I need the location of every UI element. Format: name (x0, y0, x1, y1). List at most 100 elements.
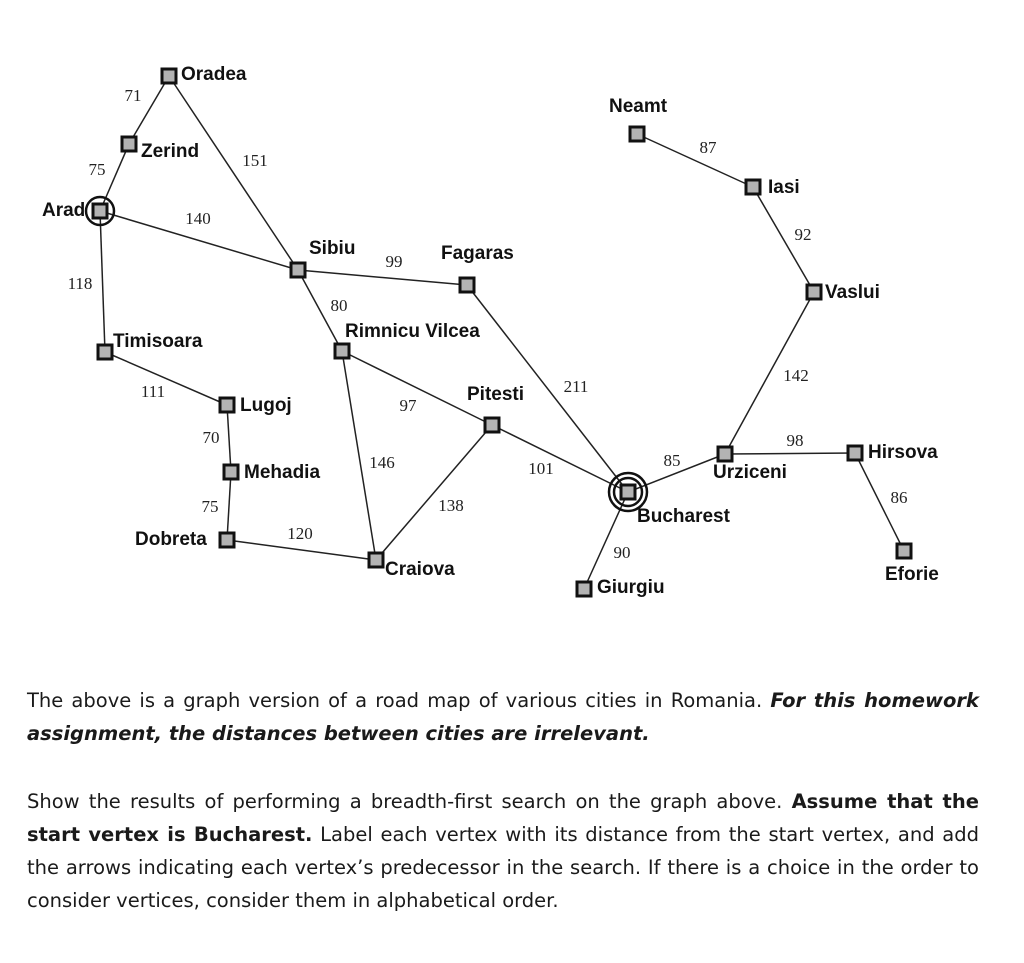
city-node-urziceni (716, 445, 734, 463)
city-label-oradea: Oradea (181, 64, 247, 85)
city-square-pitesti (483, 416, 501, 434)
city-node-rimnicu (333, 342, 351, 360)
city-label-neamt: Neamt (609, 96, 668, 117)
city-label-pitesti: Pitesti (467, 384, 524, 405)
road-bucharest-urziceni (627, 453, 726, 493)
city-label-urziceni: Urziceni (713, 462, 787, 483)
city-node-iasi (744, 178, 762, 196)
city-square-rimnicu (333, 342, 351, 360)
city-node-craiova (367, 551, 385, 569)
road-fagaras-bucharest (466, 284, 629, 493)
distance-label-oradea-sibiu: 151 (242, 151, 268, 170)
city-square-lugoj (218, 396, 236, 414)
distance-label-fagaras-bucharest: 211 (564, 377, 589, 396)
start-marker-ring (607, 471, 649, 513)
city-square-mehadia (222, 463, 240, 481)
road-oradea-sibiu (168, 75, 299, 271)
start-marker-ring (612, 476, 644, 508)
distance-label-bucharest-urziceni: 85 (664, 451, 681, 470)
distance-label-sibiu-rimnicu: 80 (331, 296, 348, 315)
road-oradea-zerind (128, 75, 170, 145)
city-label-vaslui: Vaslui (825, 282, 880, 303)
city-label-fagaras: Fagaras (441, 243, 514, 264)
city-node-bucharest (607, 471, 649, 513)
city-label-arad: Arad (42, 200, 85, 221)
road-iasi-neamt (636, 133, 754, 188)
distance-label-rimnicu-craiova: 146 (369, 453, 395, 472)
city-label-sibiu: Sibiu (309, 238, 355, 259)
city-square-vaslui (805, 283, 823, 301)
city-square-arad (91, 202, 109, 220)
city-square-urziceni (716, 445, 734, 463)
road-rimnicu-pitesti (341, 350, 493, 426)
road-pitesti-craiova (375, 424, 493, 561)
city-label-timisoara: Timisoara (113, 331, 203, 352)
road-arad-sibiu (99, 210, 299, 271)
distance-irrelevant-note: For this homework assignment, the distan… (27, 689, 979, 745)
road-rimnicu-craiova (341, 350, 377, 561)
instructions-text-rest: Label each vertex with its distance from… (27, 823, 979, 912)
distance-label-zerind-arad: 75 (89, 160, 106, 179)
city-square-hirsova (846, 444, 864, 462)
road-vaslui-iasi (752, 186, 815, 293)
distance-label-pitesti-bucharest: 101 (528, 459, 554, 478)
city-node-eforie (895, 542, 913, 560)
city-node-dobreta (218, 531, 236, 549)
road-hirsova-eforie (854, 452, 905, 552)
city-square-timisoara (96, 343, 114, 361)
start-marker-ring (84, 195, 116, 227)
city-label-zerind: Zerind (141, 141, 199, 162)
road-lugoj-mehadia (226, 404, 232, 473)
distance-label-lugoj-mehadia: 70 (203, 428, 220, 447)
distance-label-dobreta-craiova: 120 (287, 524, 313, 543)
distance-label-urziceni-vaslui: 142 (783, 366, 809, 385)
distance-label-mehadia-dobreta: 75 (202, 497, 219, 516)
city-square-eforie (895, 542, 913, 560)
city-node-neamt (628, 125, 646, 143)
city-node-hirsova (846, 444, 864, 462)
distance-label-pitesti-craiova: 138 (438, 496, 464, 515)
city-label-craiova: Craiova (385, 559, 455, 580)
distance-label-bucharest-giurgiu: 90 (614, 543, 631, 562)
city-node-vaslui (805, 283, 823, 301)
road-zerind-arad (99, 143, 130, 212)
road-arad-timisoara (99, 210, 106, 353)
city-square-neamt (628, 125, 646, 143)
city-node-oradea (160, 67, 178, 85)
city-square-iasi (744, 178, 762, 196)
road-pitesti-bucharest (491, 424, 629, 493)
city-label-dobreta: Dobreta (135, 529, 207, 550)
city-label-eforie: Eforie (885, 564, 939, 585)
city-label-bucharest: Bucharest (637, 506, 731, 527)
city-node-mehadia (222, 463, 240, 481)
distance-label-arad-sibiu: 140 (185, 209, 211, 228)
instructions-text-intro: Show the results of performing a breadth… (27, 790, 792, 813)
city-label-lugoj: Lugoj (240, 395, 292, 416)
city-node-sibiu (289, 261, 307, 279)
distance-label-iasi-neamt: 87 (700, 138, 718, 157)
city-label-rimnicu: Rimnicu Vilcea (345, 321, 480, 342)
city-square-fagaras (458, 276, 476, 294)
instructions-paragraph: Show the results of performing a breadth… (27, 785, 979, 917)
city-node-lugoj (218, 396, 236, 414)
distance-label-hirsova-eforie: 86 (891, 488, 908, 507)
distance-label-rimnicu-pitesti: 97 (400, 396, 418, 415)
distance-label-urziceni-hirsova: 98 (787, 431, 804, 450)
description-text: The above is a graph version of a road m… (27, 689, 771, 712)
road-urziceni-vaslui (724, 291, 815, 455)
city-square-bucharest (619, 483, 637, 501)
road-urziceni-hirsova (724, 452, 856, 455)
road-sibiu-fagaras (297, 269, 468, 286)
distance-label-sibiu-fagaras: 99 (386, 252, 403, 271)
city-label-hirsova: Hirsova (868, 442, 938, 463)
city-node-zerind (120, 135, 138, 153)
city-node-timisoara (96, 343, 114, 361)
description-paragraph: The above is a graph version of a road m… (27, 684, 979, 750)
distance-label-oradea-zerind: 71 (125, 86, 142, 105)
city-square-craiova (367, 551, 385, 569)
distance-label-vaslui-iasi: 92 (795, 225, 812, 244)
city-square-dobreta (218, 531, 236, 549)
city-label-giurgiu: Giurgiu (597, 577, 665, 598)
road-dobreta-craiova (226, 539, 377, 561)
